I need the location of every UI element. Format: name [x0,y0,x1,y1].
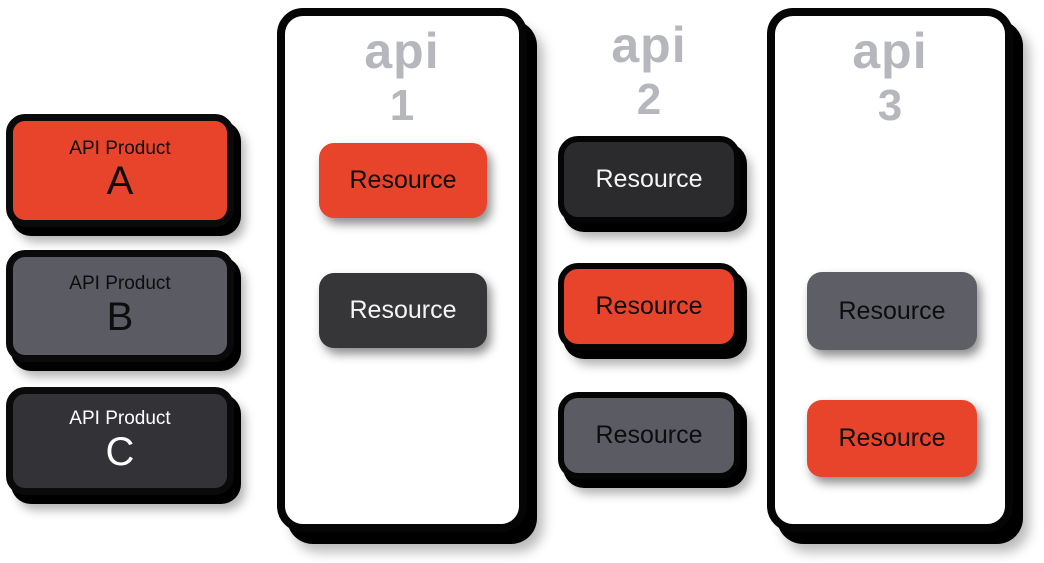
api2-resource-2: Resource [558,263,740,350]
api-proxy-1-label: api 1 [285,26,519,128]
api-proxy-3-name: api [852,23,928,79]
api-proxy-3-container: api 3 Resource Resource [767,8,1013,532]
api-proxy-3-number: 3 [877,81,903,130]
api-product-c-box: API Product C [6,387,234,495]
api2-resource-3: Resource [558,392,740,479]
api-product-b-box: API Product B [6,250,234,362]
api-proxy-2-label: api 2 [558,20,740,122]
api-product-c-label: API Product [69,408,171,430]
api-product-b-label: API Product [69,273,171,295]
api-proxy-3-label: api 3 [775,26,1005,128]
api3-resource-2: Resource [807,400,977,477]
api-proxy-2-name: api [611,17,687,73]
api2-resource-1: Resource [558,136,740,223]
api-proxy-1-number: 1 [389,81,415,130]
api-product-b-letter: B [106,294,134,339]
api-proxy-1-name: api [364,23,440,79]
api-proxy-1-container: api 1 Resource Resource [277,8,527,532]
api-product-a-label: API Product [69,137,171,159]
api-proxy-2-number: 2 [636,75,662,124]
api-product-c-letter: C [105,429,135,474]
api-product-a-letter: A [106,159,134,204]
api1-resource-1: Resource [319,143,487,218]
api3-resource-1: Resource [807,272,977,350]
api1-resource-2: Resource [319,273,487,348]
api-product-a-box: API Product A [6,114,234,227]
